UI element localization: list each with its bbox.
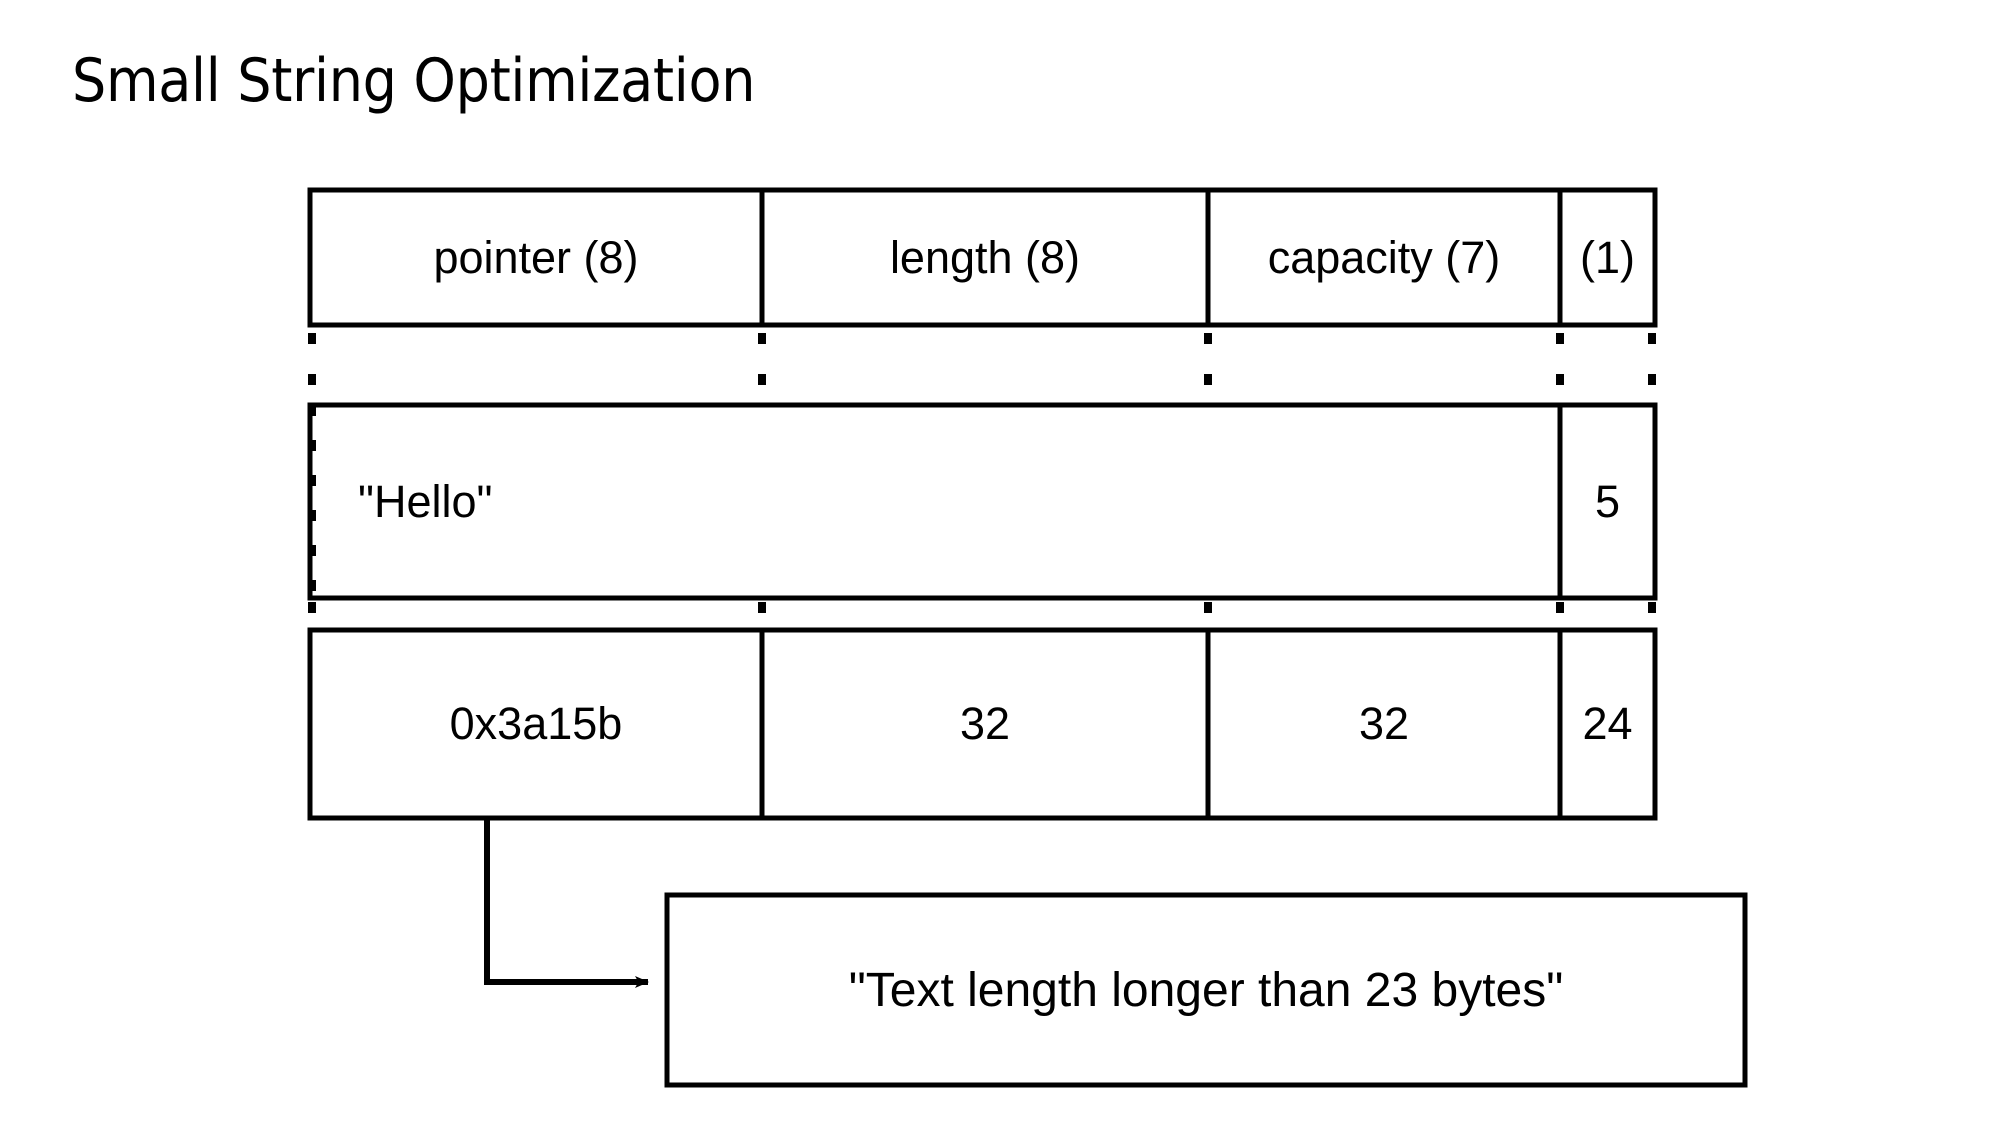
struct-header-row bbox=[307, 187, 1658, 328]
struct-heap-row bbox=[307, 627, 1658, 821]
dotted-continuation-upper bbox=[308, 333, 1656, 402]
dotted-continuation-lower bbox=[308, 602, 1656, 628]
header-row-outline bbox=[307, 187, 1658, 328]
pointer-to-buffer-arrow bbox=[484, 818, 649, 988]
page-title: Small String Optimization bbox=[72, 46, 756, 116]
heap-row-outline bbox=[307, 627, 1658, 821]
heap-buffer-box bbox=[664, 892, 1748, 1088]
inline-row-outline bbox=[307, 402, 1658, 601]
heap-buffer-label: "Text length longer than 23 bytes" bbox=[848, 963, 1564, 1017]
struct-inline-row bbox=[307, 402, 1658, 601]
